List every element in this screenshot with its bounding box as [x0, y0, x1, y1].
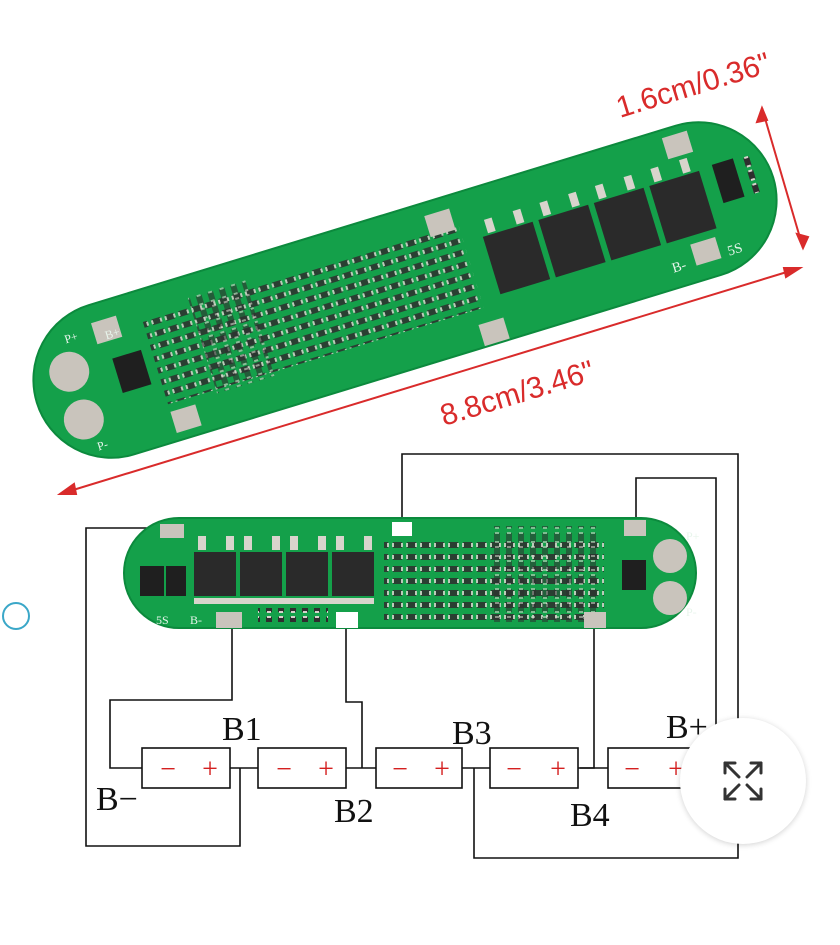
top-pcb-photo: B- 5S P+ B+ P-	[32, 121, 778, 459]
cell-4-minus: −	[506, 754, 522, 785]
bottom-silk-p-minus: P-	[686, 605, 697, 619]
battery-cells: − + − + − + − + − +	[141, 747, 697, 789]
top-mosfet-group	[482, 157, 717, 295]
cell-5: − +	[607, 747, 697, 789]
expand-arrows-icon	[723, 761, 763, 801]
label-b1: B1	[222, 711, 262, 748]
bottom-pcb-photo: 5S B- P+ P-	[123, 517, 700, 629]
top-silk-p-minus: P-	[95, 437, 109, 454]
cell-5-plus: +	[668, 754, 684, 785]
dimension-width-label: 1.6cm/0.36"	[612, 47, 774, 125]
cell-3: − +	[375, 747, 463, 789]
top-silk-5s: 5S	[726, 241, 745, 260]
cell-2-minus: −	[276, 754, 292, 785]
label-b-minus: B−	[96, 781, 138, 818]
cell-3-minus: −	[392, 754, 408, 785]
bottom-mosfet-group	[194, 536, 374, 604]
dimension-length-arrow	[56, 267, 804, 495]
bottom-silk-b-minus: B-	[190, 613, 202, 627]
top-silk-p-plus: P+	[63, 329, 80, 346]
cell-5-minus: −	[624, 754, 640, 785]
cell-2: − +	[257, 747, 347, 789]
expand-button[interactable]	[680, 718, 806, 844]
bottom-silk-p-plus: P+	[686, 529, 700, 543]
label-b2: B2	[334, 793, 374, 830]
label-b4: B4	[570, 797, 610, 834]
wiring-lines	[85, 453, 739, 859]
cell-1-minus: −	[160, 754, 176, 785]
top-silk-b-minus: B-	[670, 258, 688, 277]
cell-2-plus: +	[318, 754, 334, 785]
bottom-silk-5s: 5S	[156, 613, 169, 627]
circle-icon[interactable]	[2, 602, 30, 630]
cell-4-plus: +	[550, 754, 566, 785]
cell-3-plus: +	[434, 754, 450, 785]
top-silk-b-plus: B+	[103, 325, 121, 343]
cell-1-plus: +	[202, 754, 218, 785]
label-b3: B3	[452, 715, 492, 752]
dimension-length-label: 8.8cm/3.46"	[436, 355, 598, 433]
dimension-width-arrow	[755, 105, 810, 251]
cell-4: − +	[489, 747, 579, 789]
cell-1: − +	[141, 747, 231, 789]
